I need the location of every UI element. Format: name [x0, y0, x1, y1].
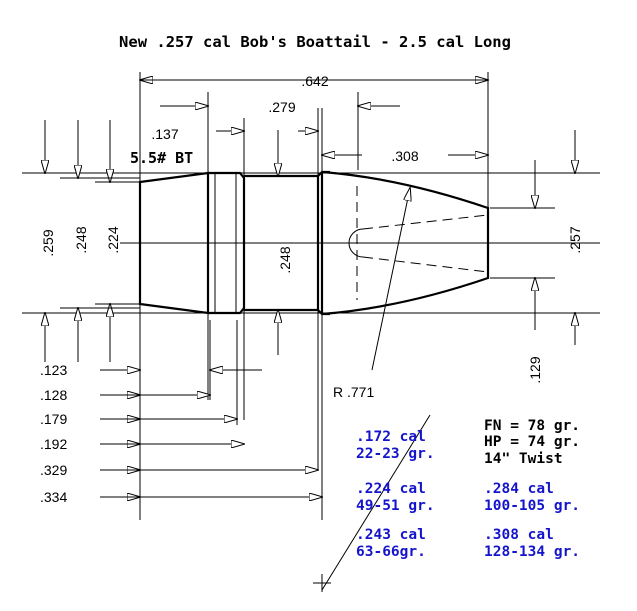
svg-text:.123: .123	[40, 362, 67, 378]
svg-text:.334: .334	[40, 489, 67, 505]
dim-bt-length: .137	[151, 126, 318, 142]
svg-text:.259: .259	[40, 229, 56, 256]
left-length-dims: .123 .128 .179 .192 .329 .334	[40, 362, 322, 505]
dim-ogive: .308	[322, 148, 488, 164]
svg-text:HP = 74 gr.: HP = 74 gr.	[484, 434, 580, 450]
fn-hp-block: FN = 78 gr. HP = 74 gr. 14" Twist	[484, 418, 580, 467]
svg-text:.179: .179	[40, 411, 67, 427]
svg-text:.284 cal: .284 cal	[484, 481, 554, 497]
svg-text:.279: .279	[268, 99, 295, 115]
dim-nose: .279	[160, 99, 400, 115]
svg-text:R .771: R .771	[333, 384, 374, 400]
diameter-dims: .259 .248 .224 .248 .257 .129	[40, 120, 583, 384]
dim-overall: .642	[140, 73, 488, 89]
svg-text:.224: .224	[105, 226, 121, 253]
svg-text:.248: .248	[277, 246, 293, 273]
svg-text:.224 cal: .224 cal	[356, 481, 426, 497]
svg-text:.172 cal: .172 cal	[356, 429, 426, 445]
svg-text:.257: .257	[567, 226, 583, 253]
svg-text:14" Twist: 14" Twist	[484, 451, 563, 467]
svg-text:.129: .129	[527, 356, 543, 383]
svg-text:.192: .192	[40, 436, 67, 452]
radius-dim: R .771	[313, 188, 431, 592]
svg-text:FN = 78 gr.: FN = 78 gr.	[484, 418, 580, 434]
svg-text:63-66gr.: 63-66gr.	[356, 544, 426, 560]
svg-text:128-134 gr.: 128-134 gr.	[484, 544, 580, 560]
svg-text:.243 cal: .243 cal	[356, 527, 426, 543]
svg-text:.329: .329	[40, 462, 67, 478]
svg-text:.137: .137	[151, 126, 178, 142]
svg-text:100-105 gr.: 100-105 gr.	[484, 498, 580, 514]
page-title: New .257 cal Bob's Boattail - 2.5 cal Lo…	[119, 33, 511, 51]
svg-text:.642: .642	[301, 73, 328, 89]
weight-table: .172 cal 22-23 gr. .224 cal 49-51 gr. .2…	[356, 429, 580, 560]
svg-text:22-23 gr.: 22-23 gr.	[356, 446, 435, 462]
svg-text:.248: .248	[73, 226, 89, 253]
extension-lines	[139, 72, 489, 520]
svg-text:49-51 gr.: 49-51 gr.	[356, 498, 435, 514]
svg-text:.308: .308	[391, 148, 418, 164]
svg-text:.128: .128	[40, 387, 67, 403]
band-label: 5.5# BT	[130, 149, 193, 167]
svg-text:.308 cal: .308 cal	[484, 527, 554, 543]
